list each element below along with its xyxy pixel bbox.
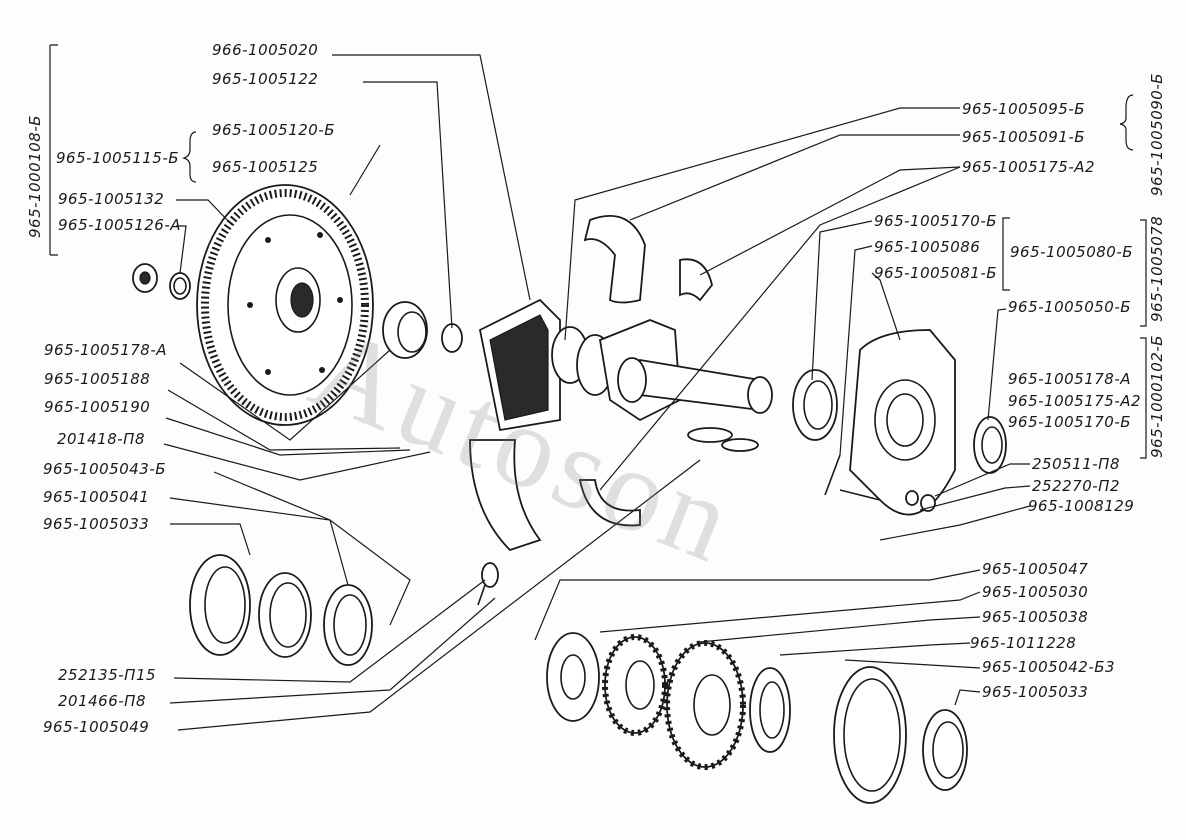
- part-label: 965-1005080-Б: [1010, 243, 1134, 261]
- part-label: 965-1005170-Б: [1008, 413, 1132, 431]
- part-label: 965-1005178-А: [1008, 370, 1132, 388]
- assembly-label-vertical: 965-1005090-Б: [1148, 72, 1166, 196]
- part-label: 965-1005038: [982, 608, 1089, 626]
- upper-bearing-shells: [583, 215, 713, 304]
- part-label: 965-1005041: [43, 488, 150, 506]
- part-label: 252270-П2: [1032, 477, 1120, 495]
- part-label: 965-1005086: [874, 238, 981, 256]
- group-brackets: [49, 44, 1147, 459]
- leader-lines: [163, 54, 1031, 731]
- rear-bearing-housing: [792, 329, 1007, 516]
- part-label: 965-1005126-А: [58, 216, 182, 234]
- flywheel-fasteners: [132, 263, 191, 300]
- part-label: 965-1005115-Б: [56, 149, 180, 167]
- part-label: 965-1005125: [212, 158, 319, 176]
- part-label: 965-1005188: [44, 370, 151, 388]
- part-label: 965-1005170-Б: [874, 212, 998, 230]
- part-label: 965-1005033: [982, 683, 1089, 701]
- part-label: 965-1005120-Б: [212, 121, 336, 139]
- assembly-label-vertical: 965-1005078: [1148, 215, 1166, 322]
- part-label: 965-1005091-Б: [962, 128, 1086, 146]
- part-label: 965-1005095-Б: [962, 100, 1086, 118]
- part-label: 201418-П8: [57, 430, 145, 448]
- part-label: 965-1005050-Б: [1008, 298, 1132, 316]
- part-label: 965-1005081-Б: [874, 264, 998, 282]
- bushing-left: [382, 301, 463, 359]
- part-label: 250511-П8: [1032, 455, 1120, 473]
- part-label: 965-1005030: [982, 583, 1089, 601]
- assembly-label-vertical: 965-1000108-Б: [26, 114, 44, 238]
- part-label: 966-1005020: [212, 41, 319, 59]
- assembly-label-vertical: 965-1000102-Б: [1148, 334, 1166, 458]
- part-label: 252135-П15: [58, 666, 157, 684]
- part-label: 965-1005175-А2: [962, 158, 1096, 176]
- part-label: 965-1005190: [44, 398, 151, 416]
- part-label: 965-1011228: [970, 634, 1077, 652]
- part-label: 965-1005178-А: [44, 341, 168, 359]
- part-label: 965-1005175-А2: [1008, 392, 1142, 410]
- part-label: 965-1005033: [43, 515, 150, 533]
- seal-rings-left: [189, 554, 499, 666]
- lower-bearing-shells: [469, 427, 759, 552]
- part-label: 965-1005122: [212, 70, 319, 88]
- flywheel: [196, 184, 374, 426]
- part-label: 965-1005132: [58, 190, 165, 208]
- part-label: 965-1005042-Б3: [982, 658, 1116, 676]
- part-label: 965-1005047: [982, 560, 1089, 578]
- part-label: 965-1008129: [1028, 497, 1135, 515]
- part-label: 965-1005043-Б: [43, 460, 167, 478]
- timing-gears: [546, 632, 968, 804]
- part-label: 965-1005049: [43, 718, 150, 736]
- part-label: 201466-П8: [58, 692, 146, 710]
- crankshaft: [478, 298, 773, 432]
